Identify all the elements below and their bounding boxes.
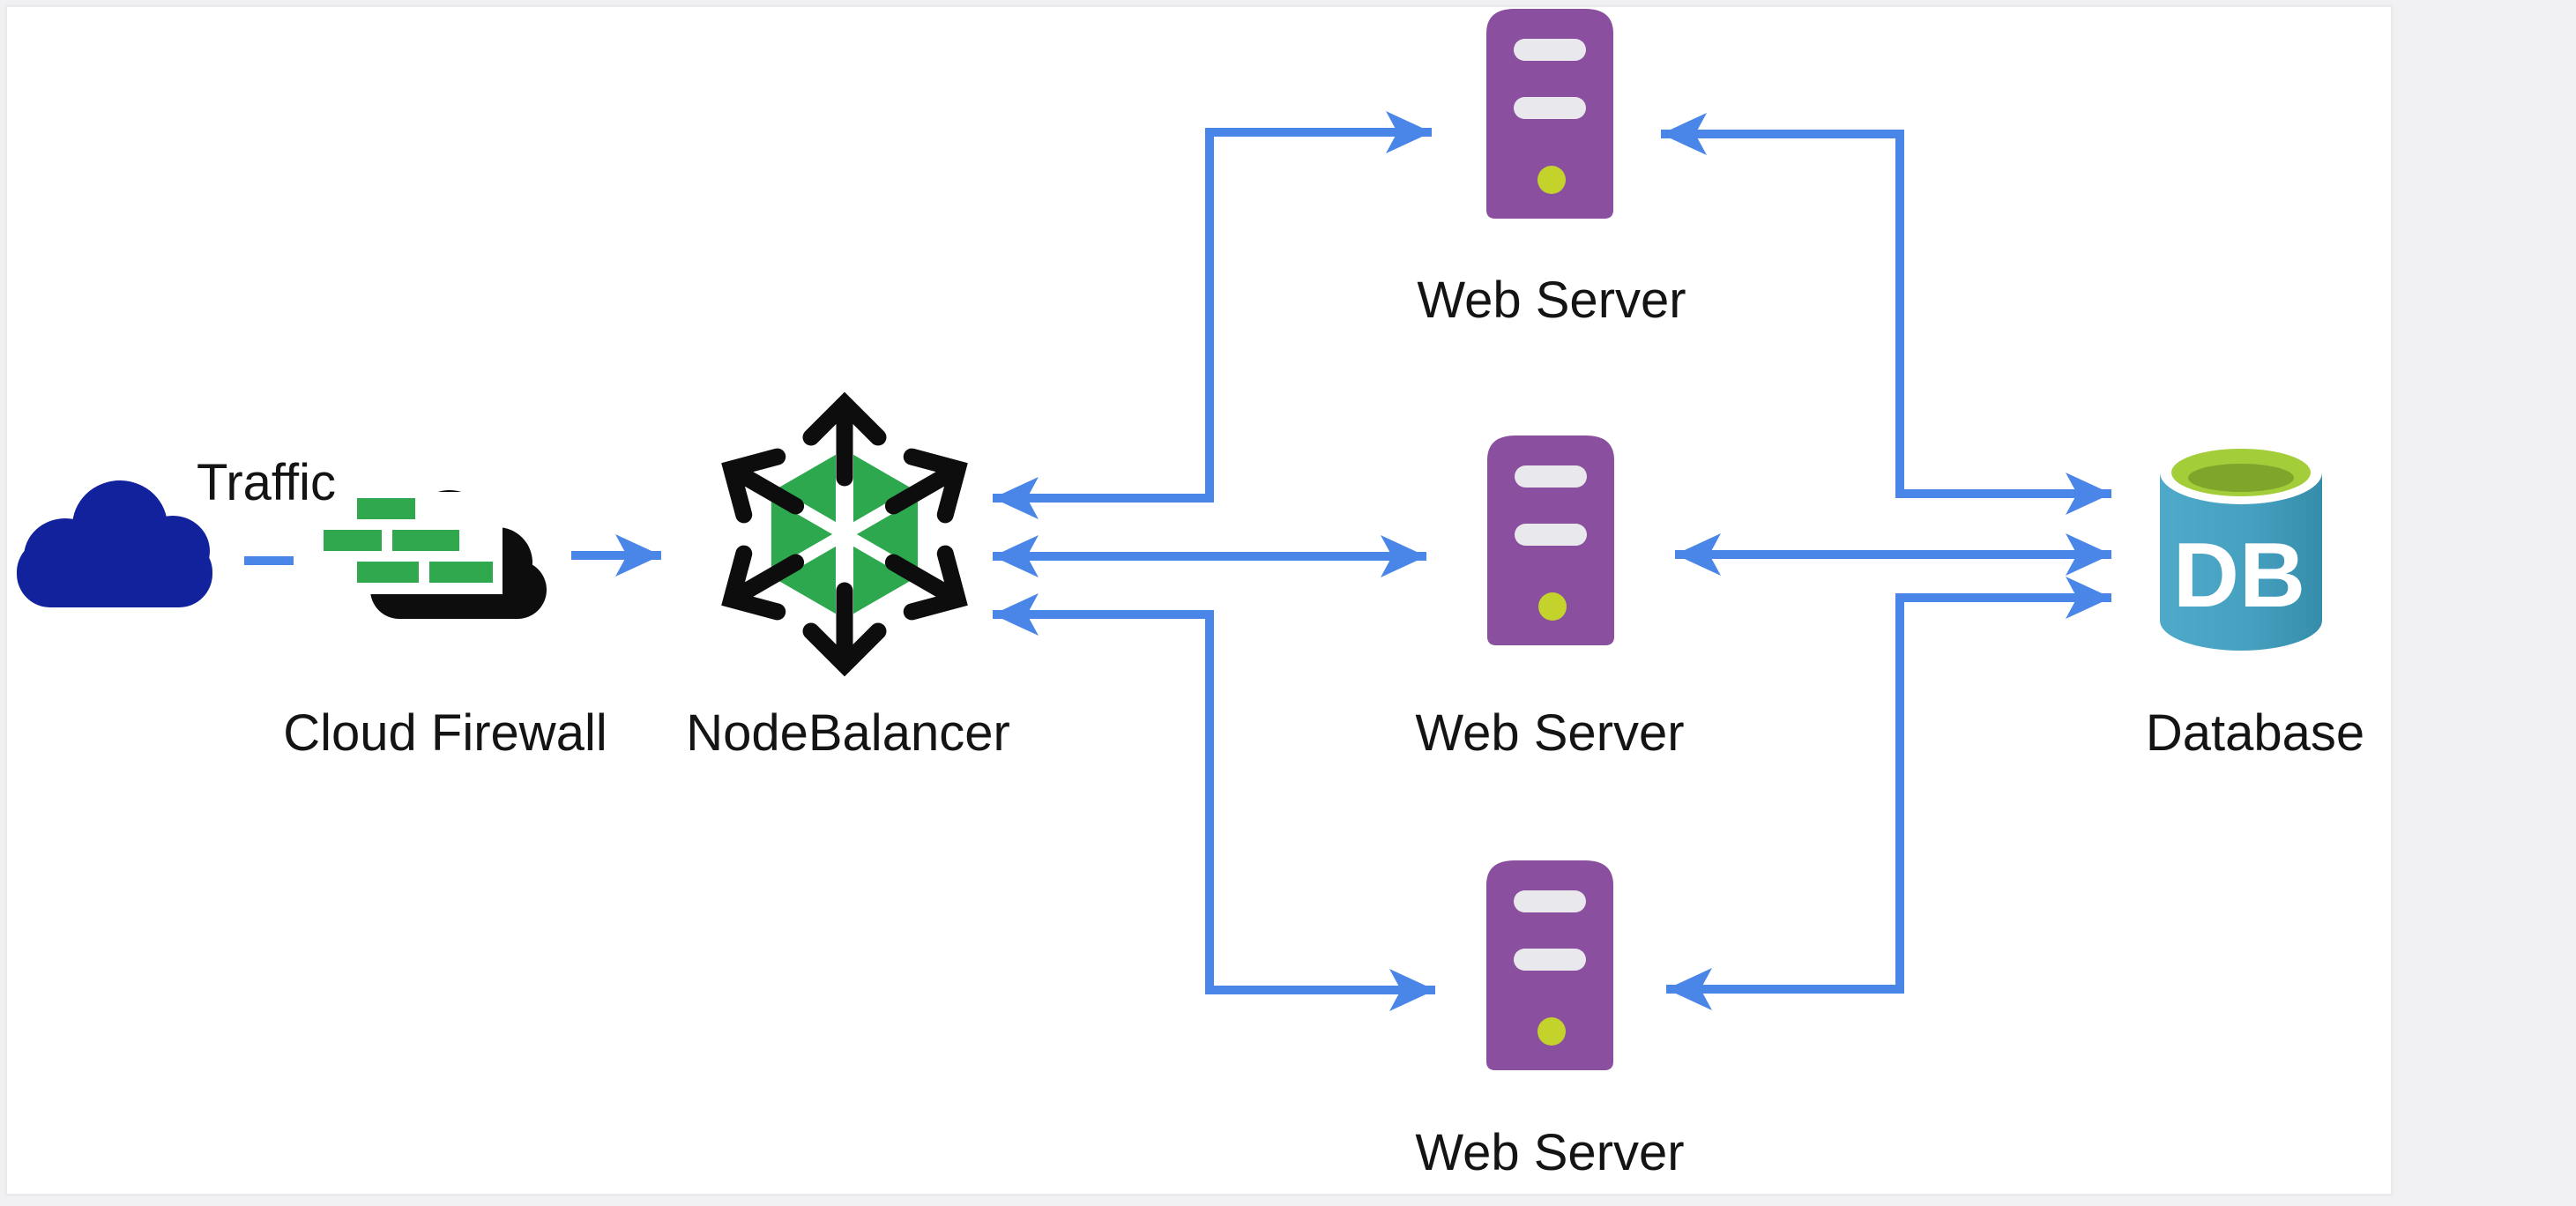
web-server-middle-label: Web Server	[1415, 704, 1685, 762]
web-server-top-icon	[1485, 7, 1615, 220]
database-label: Database	[2145, 704, 2365, 762]
traffic-cloud-icon	[8, 470, 221, 607]
cloud-firewall-label: Cloud Firewall	[283, 704, 607, 762]
nodebalancer-label: NodeBalancer	[686, 704, 1010, 762]
web-server-bottom-label: Web Server	[1415, 1124, 1685, 1181]
database-icon: DB	[2155, 434, 2327, 656]
web-server-middle-icon	[1485, 434, 1616, 647]
db-icon-text: DB	[2173, 525, 2305, 627]
web-server-bottom-icon	[1485, 859, 1615, 1072]
cloud-firewall-icon	[310, 474, 562, 624]
traffic-label: Traffic	[197, 454, 336, 511]
web-server-top-label: Web Server	[1417, 272, 1686, 329]
nodebalancer-icon	[711, 386, 980, 682]
